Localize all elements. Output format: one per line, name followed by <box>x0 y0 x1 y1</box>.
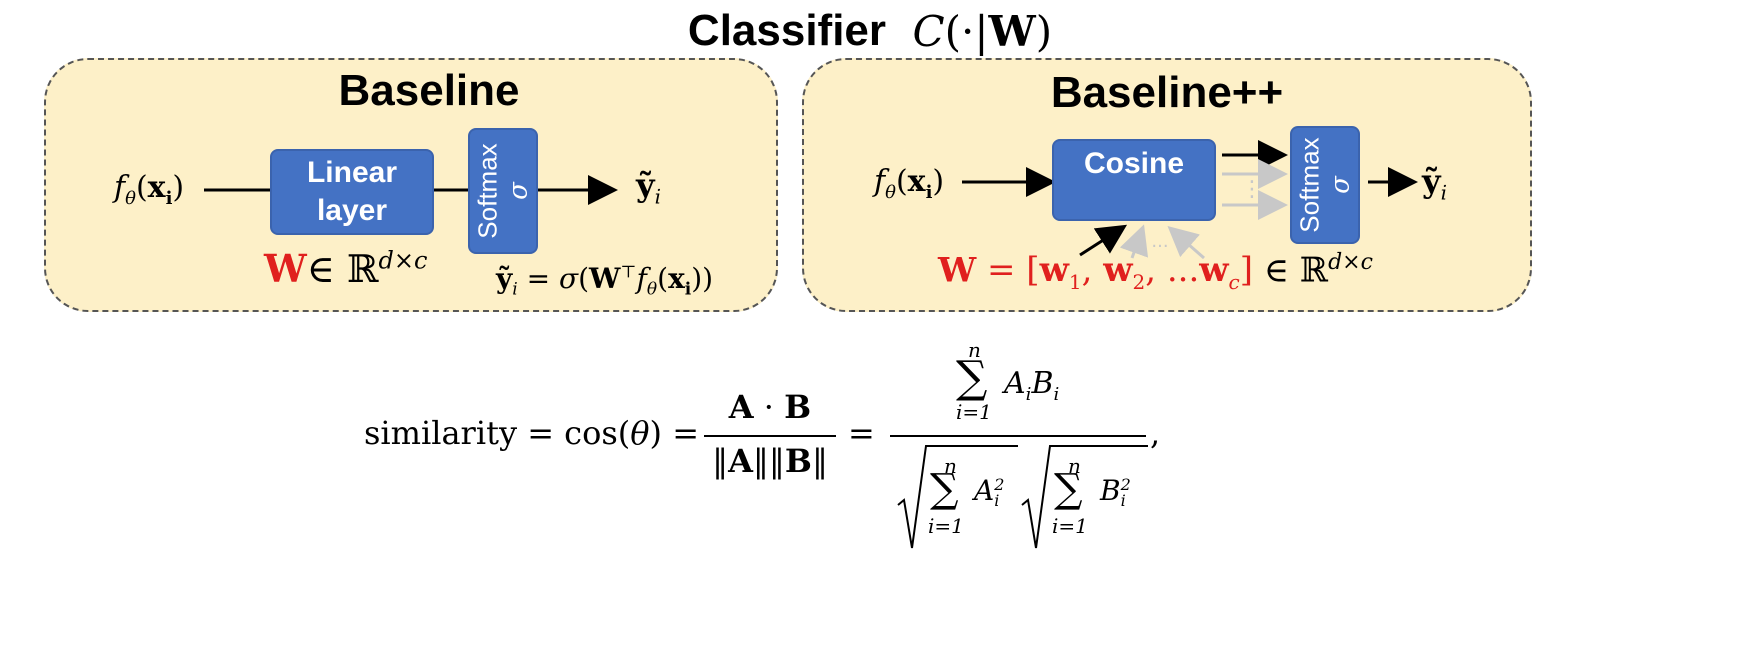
similarity-numerator-1: A · B <box>728 388 812 426</box>
sum-b-symbol: ∑ <box>1054 466 1083 512</box>
similarity-denominator-1: ‖A‖‖B‖ <box>712 442 828 480</box>
bpp-vertical-dots: ⋮ <box>1241 177 1263 202</box>
baseline-input: fθ(xi) <box>114 170 185 209</box>
baseline-weight: W∈ ℝd×c <box>264 246 428 291</box>
sum-num-bottom: i=1 <box>956 400 992 424</box>
baseline-softmax-label: Softmax <box>472 143 503 239</box>
sum-b-bottom: i=1 <box>1052 514 1088 538</box>
baseline-formula: ỹi = σ(W⊤fθ(xi)) <box>496 262 714 300</box>
bpp-weight-arrow-3 <box>1167 226 1205 260</box>
sum-a-bottom: i=1 <box>928 514 964 538</box>
similarity-label: similarity <box>364 414 518 452</box>
bpp-weight: W = [w1, w2, ...wc] ∈ ℝd×c <box>938 250 1373 295</box>
sum-a-symbol: ∑ <box>930 466 959 512</box>
sqrt-b-sign <box>1021 445 1148 549</box>
bpp-output: ỹi <box>1422 162 1447 205</box>
linear-layer-box: Linear layer <box>270 149 434 235</box>
cosine-box: Cosine <box>1052 139 1216 221</box>
similarity-eq-2: = <box>848 414 875 452</box>
bpp-softmax-label: Softmax <box>1294 137 1325 233</box>
baseline-sigma: σ <box>503 182 534 200</box>
baseline-pp-title: Baseline++ <box>1050 68 1284 117</box>
sum-num-symbol: ∑ <box>956 352 988 403</box>
baseline-output: ỹi <box>636 166 661 209</box>
sum-a-top: n <box>944 454 957 478</box>
bpp-sigma: σ <box>1325 176 1356 194</box>
similarity-lhs: similarity = cos(θ) = <box>364 414 699 452</box>
bpp-weight-arrow-2 <box>1119 224 1149 259</box>
baseline-title: Baseline <box>338 66 520 115</box>
diagram-title: Classifier C(·|W) <box>0 6 1740 66</box>
sum-num-top: n <box>968 338 981 362</box>
similarity-comma: , <box>1150 414 1161 452</box>
sum-b-top: n <box>1068 454 1081 478</box>
bpp-weight-dots: ··· <box>1151 236 1168 257</box>
baseline-weight-symbol: W <box>264 246 307 291</box>
title-text: Classifier <box>687 6 887 55</box>
bpp-input: fθ(xi) <box>874 164 945 203</box>
bpp-weight-arrow-1 <box>1079 224 1128 257</box>
sqrt-a-sign <box>897 445 1018 549</box>
sum-num-term: AiBi <box>1004 366 1060 405</box>
title-formula: C(·|W) <box>912 6 1053 56</box>
